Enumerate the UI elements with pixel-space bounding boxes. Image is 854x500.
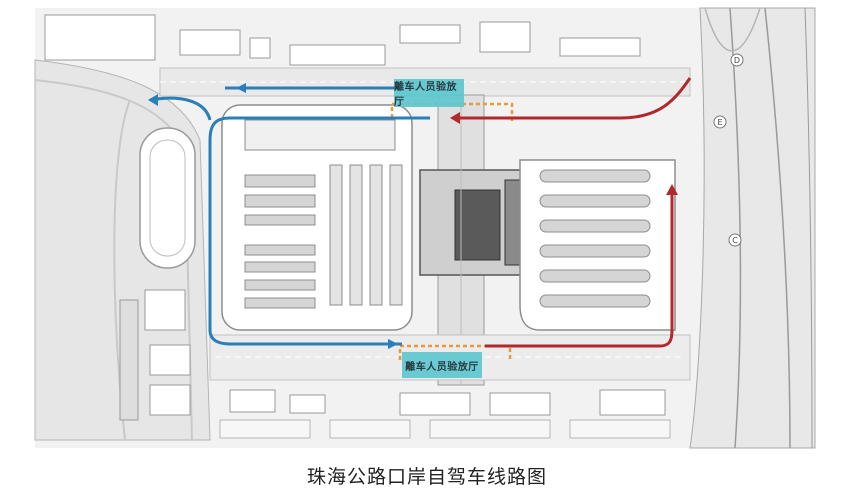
building-block bbox=[489, 392, 551, 416]
right-highway bbox=[689, 7, 816, 449]
building-block bbox=[289, 394, 326, 414]
building-block bbox=[219, 419, 311, 439]
highway-lane bbox=[729, 7, 742, 449]
building-block bbox=[559, 37, 641, 57]
parking-header bbox=[244, 119, 396, 151]
building-block bbox=[144, 289, 186, 331]
building-block bbox=[119, 299, 139, 421]
parking-row bbox=[539, 194, 651, 208]
parking-row bbox=[539, 269, 651, 283]
parking-row bbox=[539, 219, 651, 233]
parking-row bbox=[244, 244, 316, 256]
road-marker-d: D bbox=[730, 53, 744, 67]
building-block bbox=[399, 392, 471, 416]
road-marker-c: C bbox=[728, 233, 742, 247]
building-block bbox=[249, 37, 271, 59]
parking-row bbox=[539, 169, 651, 183]
parking-row bbox=[244, 194, 316, 208]
highway-lane bbox=[804, 7, 813, 449]
hall-north-label: 離车人员验放厅 bbox=[394, 79, 464, 108]
parking-row bbox=[244, 214, 316, 226]
parking-row bbox=[244, 279, 316, 291]
building-block bbox=[479, 21, 531, 53]
building-block bbox=[599, 389, 666, 416]
building-block bbox=[329, 419, 411, 439]
connector-south bbox=[398, 344, 512, 362]
direction-arrow-icon bbox=[148, 94, 158, 106]
highway-interchange bbox=[704, 7, 761, 52]
parking-row bbox=[539, 244, 651, 258]
parking-row bbox=[244, 297, 316, 309]
svg-text:D: D bbox=[734, 56, 740, 65]
building-block bbox=[399, 24, 461, 44]
left-parking-complex bbox=[221, 104, 413, 331]
parking-row bbox=[539, 294, 651, 308]
route-arrival bbox=[455, 77, 692, 348]
building-block bbox=[289, 44, 386, 66]
building-block bbox=[44, 14, 156, 61]
building-block bbox=[569, 419, 671, 439]
direction-arrow-icon bbox=[388, 339, 398, 349]
oval-field-inner bbox=[149, 139, 186, 257]
svg-text:E: E bbox=[717, 118, 722, 127]
building-block bbox=[149, 344, 191, 376]
hall-south-label: 離车人员验放厅 bbox=[402, 352, 482, 378]
road-marker-e: E bbox=[713, 115, 727, 129]
route-departure bbox=[149, 86, 430, 346]
parking-column bbox=[369, 164, 383, 306]
building-block bbox=[179, 29, 241, 56]
direction-arrow-icon bbox=[666, 184, 678, 195]
parking-column bbox=[329, 164, 343, 306]
building-block bbox=[229, 389, 276, 413]
highway-lane bbox=[764, 7, 791, 449]
parking-column bbox=[349, 164, 363, 306]
direction-arrow-icon bbox=[236, 83, 246, 93]
oval-field bbox=[139, 127, 196, 269]
map-caption: 珠海公路口岸自驾车线路图 bbox=[306, 466, 547, 488]
direction-arrow-icon bbox=[450, 112, 460, 124]
terminal-core bbox=[454, 189, 501, 261]
building-block bbox=[149, 384, 191, 416]
parking-column bbox=[389, 164, 403, 306]
building-block bbox=[429, 419, 551, 439]
parking-row bbox=[244, 261, 316, 273]
parking-row bbox=[244, 174, 316, 188]
svg-text:C: C bbox=[732, 236, 738, 245]
